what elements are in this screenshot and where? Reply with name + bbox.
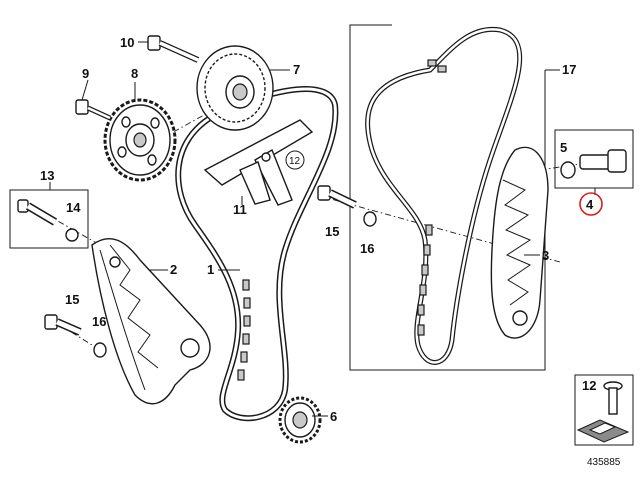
callout-6: 6 (330, 409, 337, 424)
upper-timing-chain (365, 26, 523, 365)
box-12 (574, 374, 634, 446)
bolt-10 (147, 35, 200, 63)
callout-13: 13 (40, 168, 54, 183)
bolt-15-left (44, 314, 82, 336)
frame-13 (9, 189, 89, 249)
crankshaft-sprocket-6 (278, 396, 322, 444)
callout-7: 7 (293, 62, 300, 77)
frame-12 (574, 374, 634, 446)
callout-11: 11 (233, 202, 247, 217)
callout-2: 2 (170, 262, 177, 277)
chain-guide-11 (203, 119, 314, 206)
bolt-icon (603, 381, 623, 415)
frame-4 (554, 129, 634, 189)
callout-16-left: 16 (92, 314, 106, 329)
callout-17: 17 (562, 62, 576, 77)
axis-line (34, 207, 101, 246)
bolt-15-mid (317, 185, 357, 209)
sprocket-8 (103, 98, 177, 182)
lower-timing-chain (175, 86, 339, 422)
axis-line (59, 324, 101, 351)
box-13 (9, 189, 89, 249)
callout-5: 5 (560, 140, 567, 155)
callout-10: 10 (120, 35, 134, 50)
callout-12-circled: 12 (285, 150, 305, 170)
seal-ring-16-left (93, 342, 107, 358)
guide-pin (261, 152, 271, 162)
frame-17 (349, 24, 546, 371)
callout-3: 3 (542, 248, 549, 263)
callout-4: 4 (586, 197, 594, 212)
callout-16-mid: 16 (360, 241, 374, 256)
callout-15-mid: 15 (325, 224, 339, 239)
callout-12-box: 12 (582, 378, 596, 393)
seal-ring-16-mid (363, 211, 377, 227)
box-4 (554, 129, 634, 189)
callout-12-circle-label: 12 (289, 156, 301, 167)
callout-14: 14 (66, 200, 81, 215)
callout-9: 9 (82, 66, 89, 81)
guide-rail-3 (490, 146, 549, 339)
callout-15-left: 15 (65, 292, 79, 307)
camshaft-adjuster-7 (196, 45, 274, 131)
chain-link-detail (417, 59, 447, 336)
callout-8: 8 (131, 66, 138, 81)
highlighted-callout-4: 4 (579, 192, 603, 216)
highlight-ring (579, 192, 603, 216)
tensioning-rail-2 (91, 237, 211, 405)
arrow-icon (576, 419, 630, 443)
chain-link-detail (237, 279, 251, 381)
reference-number: 435885 (587, 457, 621, 468)
callout-1: 1 (207, 262, 214, 277)
bolt-9 (75, 99, 112, 121)
leader-lines (49, 41, 596, 417)
